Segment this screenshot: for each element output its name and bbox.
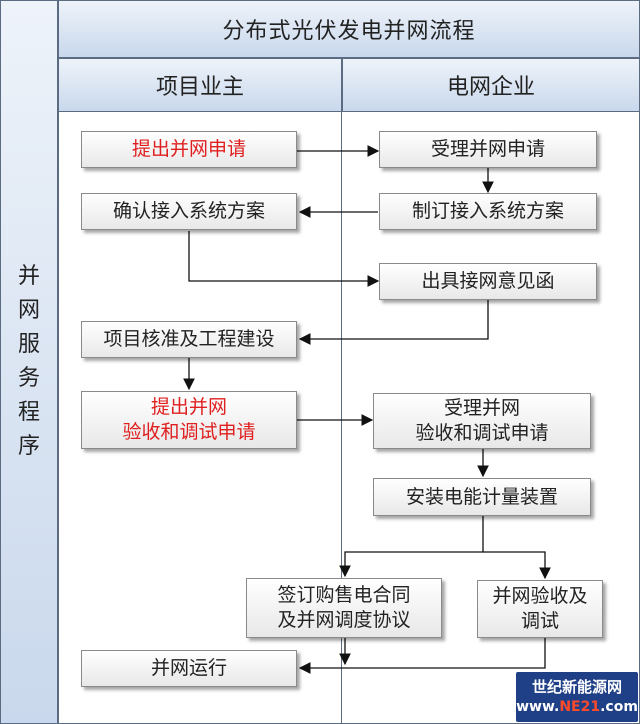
box-line: 受理并网 [443, 397, 520, 419]
side-char: 并 [17, 264, 40, 289]
arrow-branch-to-grid-acceptance [483, 551, 551, 580]
box-line: 及并网调度协议 [277, 609, 411, 631]
url-prefix: www. [516, 699, 560, 715]
box-accept-application: 受理并网申请 [379, 131, 597, 168]
box-submit-acceptance: 提出并网 验收和调试申请 [81, 391, 297, 449]
lane-divider [341, 112, 342, 724]
box-submit-application: 提出并网申请 [81, 131, 297, 168]
box-install-meter: 安装电能计量装置 [373, 478, 591, 516]
side-char: 序 [17, 434, 40, 459]
box-project-approval: 项目核准及工程建设 [81, 321, 297, 358]
side-char: 网 [17, 298, 40, 323]
box-grid-operation: 并网运行 [81, 650, 297, 687]
box-line: 验收和调试申请 [122, 421, 256, 443]
watermark-url: www.NE21.com [516, 697, 638, 717]
arrow-confirm-to-opinion [188, 231, 380, 287]
box-line: 并网验收及 [492, 585, 588, 607]
url-brand: NE21 [559, 699, 601, 715]
box-line: 验收和调试申请 [415, 422, 549, 444]
url-suffix: .com [600, 699, 638, 715]
diagram-title: 分布式光伏发电并网流程 [58, 0, 640, 58]
box-grid-acceptance: 并网验收及 调试 [477, 580, 603, 638]
watermark-title: 世纪新能源网 [531, 678, 622, 696]
watermark-logo: 世纪新能源网 www.NE21.com [516, 672, 638, 722]
arrow-install-to-branch [339, 516, 484, 578]
side-char: 程 [17, 400, 40, 425]
arrow-grid-acceptance-to-operation [298, 638, 546, 674]
box-line: 签订购售电合同 [277, 584, 411, 606]
side-char: 服 [17, 332, 40, 357]
box-line: 提出并网 [150, 396, 227, 418]
box-confirm-scheme: 确认接入系统方案 [81, 193, 297, 230]
side-char: 务 [17, 366, 40, 391]
box-accept-acceptance: 受理并网 验收和调试申请 [373, 393, 591, 449]
arrow-opinion-to-approval [298, 300, 489, 345]
box-line: 调试 [520, 610, 559, 632]
column-header-grid: 电网企业 [342, 58, 640, 112]
box-sign-contract: 签订购售电合同 及并网调度协议 [246, 578, 442, 638]
column-header-owner: 项目业主 [58, 58, 342, 112]
side-label: 并 网 服 务 程 序 [0, 0, 58, 724]
box-formulate-scheme: 制订接入系统方案 [379, 193, 597, 230]
box-issue-opinion: 出具接网意见函 [379, 263, 597, 300]
